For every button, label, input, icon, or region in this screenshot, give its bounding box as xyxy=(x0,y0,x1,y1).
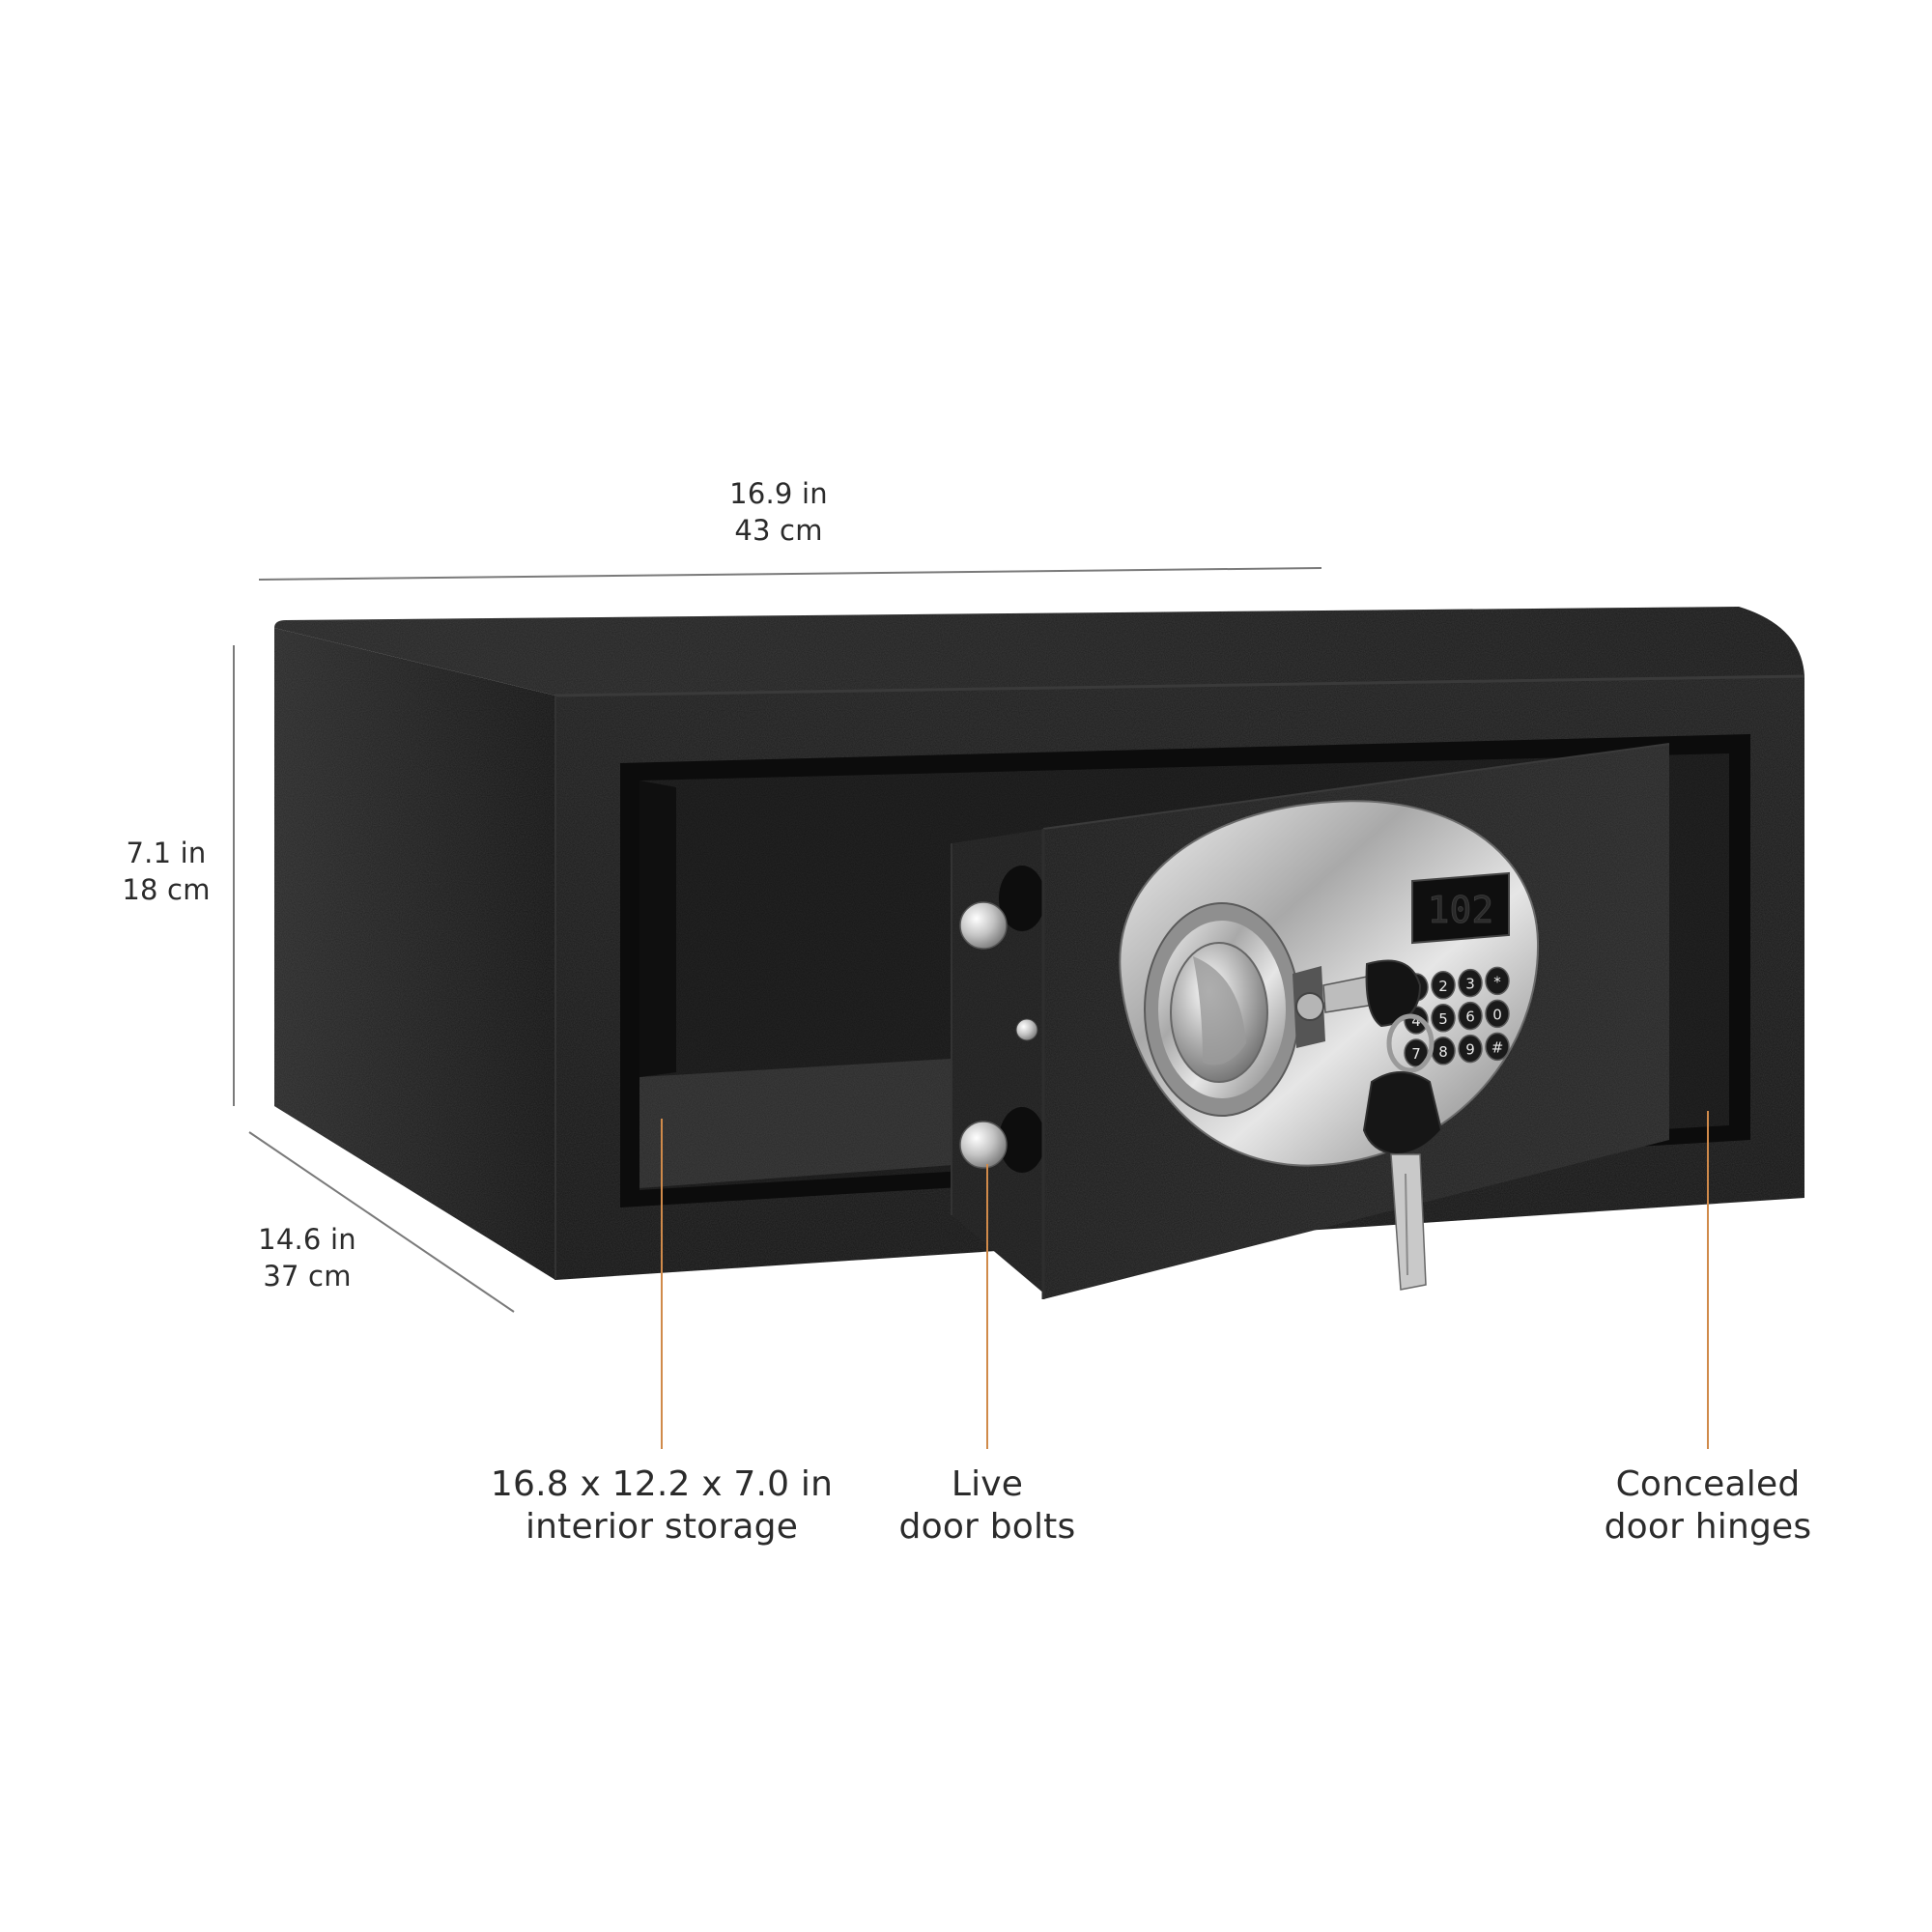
callout-lines xyxy=(661,1111,1709,1449)
keypad-key-star[interactable]: * xyxy=(1485,966,1510,996)
callout-bolts-line2: door bolts xyxy=(898,1507,1076,1547)
callout-door-bolts: Live door bolts xyxy=(871,1463,1103,1548)
key-icon xyxy=(1322,959,1443,1291)
keypad-key-label: 2 xyxy=(1438,978,1448,995)
width-label: 16.9 in 43 cm xyxy=(682,475,875,549)
keypad-key-label: 7 xyxy=(1411,1045,1421,1063)
keypad-key-label: * xyxy=(1493,973,1501,990)
width-metric: 43 cm xyxy=(734,514,823,547)
depth-imperial: 14.6 in xyxy=(258,1223,356,1256)
callout-interior-line2: interior storage xyxy=(525,1507,799,1547)
callout-door-hinges: Concealed door hinges xyxy=(1582,1463,1833,1548)
keypad-key-label: 4 xyxy=(1411,1012,1421,1030)
keypad-key-8[interactable]: 8 xyxy=(1431,1037,1456,1065)
callout-interior-line1: 16.8 x 12.2 x 7.0 in xyxy=(490,1464,834,1504)
keypad-key-5[interactable]: 5 xyxy=(1431,1004,1456,1033)
depth-label: 14.6 in 37 cm xyxy=(230,1221,384,1294)
height-imperial: 7.1 in xyxy=(126,837,207,869)
callout-interior-storage: 16.8 x 12.2 x 7.0 in interior storage xyxy=(488,1463,836,1548)
dimension-lines xyxy=(233,567,1322,1313)
keypad-key-label: 6 xyxy=(1465,1009,1475,1026)
callout-hinges-line1: Concealed xyxy=(1615,1464,1801,1504)
keypad-key-6[interactable]: 6 xyxy=(1458,1001,1483,1031)
keypad-key-0[interactable]: 0 xyxy=(1485,999,1510,1029)
width-dimension-line xyxy=(258,567,1322,581)
height-metric: 18 cm xyxy=(122,873,211,906)
depth-metric: 37 cm xyxy=(263,1260,352,1293)
door-bolt-top xyxy=(959,901,1008,950)
door-screw xyxy=(1015,1018,1038,1041)
keypad-key-3[interactable]: 3 xyxy=(1458,968,1483,998)
lock-knob[interactable] xyxy=(1170,942,1268,1083)
display-digits: 102 xyxy=(1428,889,1494,931)
keypad-key-label: 9 xyxy=(1465,1041,1475,1059)
door-bolt-bottom xyxy=(959,1121,1008,1169)
callout-hinges-line2: door hinges xyxy=(1604,1507,1812,1547)
keypad-key-hash[interactable]: # xyxy=(1485,1032,1510,1062)
keypad-key-label: 5 xyxy=(1438,1010,1448,1028)
height-label: 7.1 in 18 cm xyxy=(89,835,243,908)
width-imperial: 16.9 in xyxy=(729,477,828,510)
keypad-key-label: 3 xyxy=(1465,976,1475,993)
depth-dimension-line xyxy=(248,1131,515,1313)
keypad-display: 102 xyxy=(1411,871,1510,945)
keypad-key-2[interactable]: 2 xyxy=(1431,971,1456,1000)
keypad-key-9[interactable]: 9 xyxy=(1458,1034,1483,1064)
keypad-key-label: # xyxy=(1492,1038,1504,1056)
keypad-key-label: 8 xyxy=(1438,1043,1448,1061)
callout-bolts-line1: Live xyxy=(951,1464,1024,1504)
door-edge xyxy=(951,829,1045,1294)
keypad-key-label: 0 xyxy=(1492,1006,1502,1023)
